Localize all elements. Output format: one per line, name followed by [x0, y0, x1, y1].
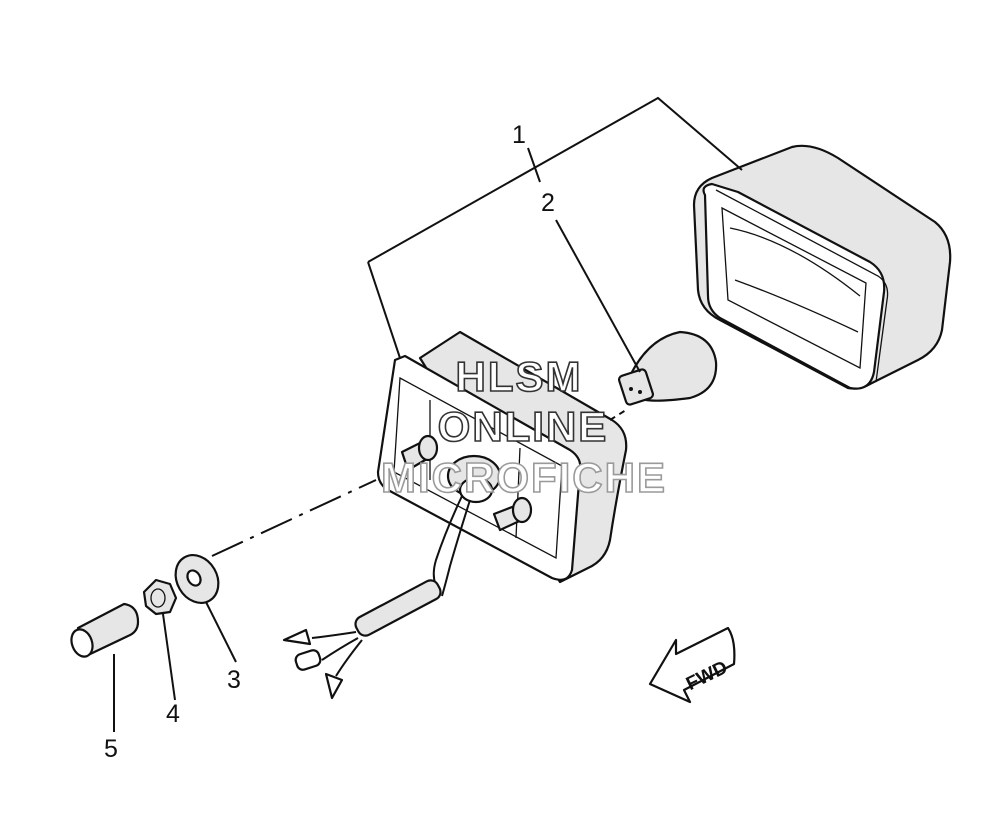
forward-direction-arrow: FWD: [648, 626, 736, 704]
callout-5: 5: [104, 735, 118, 763]
light-base-housing: [376, 330, 628, 584]
callout-1: 1: [512, 121, 526, 149]
wiring-harness: [282, 495, 471, 700]
washer: [174, 554, 220, 604]
callout-4: 4: [166, 700, 180, 728]
collar: [70, 602, 140, 658]
callout-3: 3: [227, 666, 241, 694]
nut: [142, 578, 178, 616]
watermark-line-3: MICROFICHE: [381, 454, 667, 501]
watermark-line-2: ONLINE: [438, 403, 609, 450]
leader-lines: [113, 96, 743, 732]
bulb: [617, 330, 718, 406]
watermark: HLSM ONLINE MICROFICHE: [380, 352, 667, 502]
watermark-line-1: HLSM: [456, 353, 583, 400]
tail-light-lens: [692, 144, 952, 390]
callout-2: 2: [541, 189, 555, 217]
